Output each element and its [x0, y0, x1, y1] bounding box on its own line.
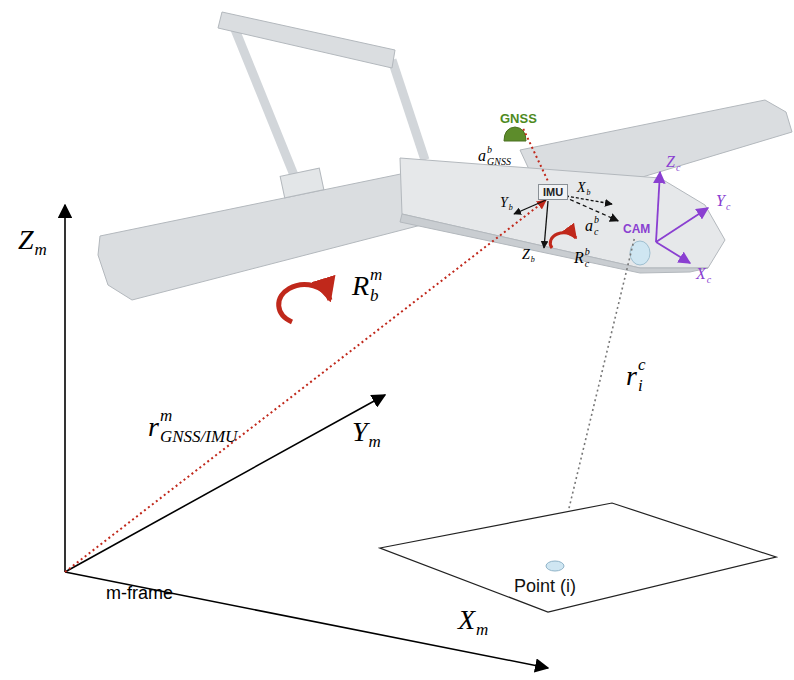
axis-label: X: [577, 181, 586, 195]
axis-label: c: [726, 202, 730, 212]
position-vector: [65, 200, 546, 572]
vector-label: c: [638, 356, 646, 373]
rotation-label: m: [370, 266, 382, 283]
rotation-arrow: [279, 285, 330, 322]
camera-axes: [656, 172, 708, 263]
axis-label: m: [35, 241, 47, 258]
node-label: IMU: [543, 186, 563, 198]
body-axes: [514, 196, 612, 248]
axis-label: b: [509, 204, 513, 212]
axis-label: c: [707, 275, 711, 285]
target-point: [546, 561, 564, 571]
rotation-label: b: [585, 247, 590, 257]
rotation-label: R: [574, 250, 584, 266]
aircraft-body: [98, 12, 792, 300]
axis-label: Y: [500, 196, 508, 210]
vector-label: GNSS/IMU: [160, 428, 237, 445]
imu-box: IMU: [538, 184, 568, 200]
axis-label: Z: [522, 248, 530, 262]
gnss-antenna: GNSS: [497, 110, 540, 127]
axis-label: X: [696, 266, 706, 282]
axis-label: m: [369, 433, 381, 450]
rotation-arrow: [550, 233, 576, 248]
vector-label: r: [148, 413, 159, 441]
plane-outline: [378, 500, 778, 615]
plane-polygon: [380, 503, 776, 612]
axis-label: c: [676, 163, 680, 173]
vector-label: m: [160, 407, 172, 424]
lever-arm-label: GNSS: [487, 157, 511, 167]
camera: CAM: [620, 221, 653, 237]
lever-arm-label: a: [585, 218, 593, 234]
axis-label: Y: [352, 418, 368, 446]
lever-arm-line: [523, 129, 548, 182]
frame-label: m-frame: [106, 584, 173, 602]
rotation-label: b: [370, 287, 379, 304]
axis-label: X: [458, 606, 475, 634]
axis-label: m: [476, 621, 488, 638]
lever-arm-label: b: [487, 145, 492, 155]
lever-arm-label: c: [594, 227, 598, 237]
vector-label: i: [638, 377, 643, 394]
node-label: GNSS: [500, 111, 537, 126]
node-label: Point (i): [514, 576, 576, 597]
axis-label: Y: [716, 193, 725, 209]
target-anchor: [546, 561, 564, 571]
lever-arm-label: a: [478, 148, 486, 164]
axis-label: Z: [666, 154, 675, 170]
ground-plane: Point (i): [378, 500, 778, 615]
lever-arm-label: b: [594, 215, 599, 225]
rotation-label: R: [352, 272, 369, 300]
axis-label: b: [587, 189, 591, 197]
axis-label: b: [531, 256, 535, 264]
rotation-label: c: [585, 259, 589, 269]
vector-label: r: [626, 362, 637, 390]
axis-label: Z: [18, 226, 34, 254]
node-label: CAM: [623, 222, 650, 236]
